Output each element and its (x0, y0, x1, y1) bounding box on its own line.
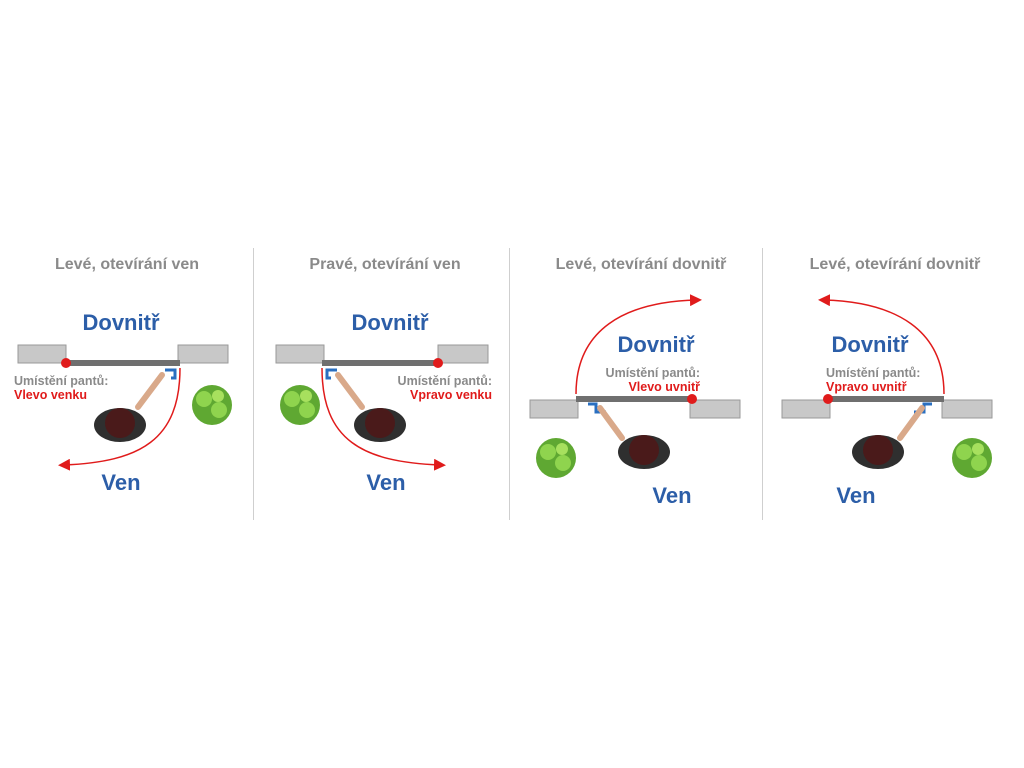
opening-arc (818, 294, 945, 395)
person-icon (597, 405, 670, 469)
door-leaf (828, 396, 944, 402)
wall-left (275, 344, 325, 364)
door-handle (165, 368, 177, 380)
door-diagram (529, 294, 741, 478)
plant-icon (280, 385, 320, 425)
panel-title: Levé, otevírání ven (54, 256, 200, 273)
hinge-label: Umístění pantů: (605, 366, 700, 380)
inside-label: Dovnitř (831, 332, 909, 357)
wall-right (941, 399, 993, 419)
outside-label: Ven (836, 483, 876, 508)
door-diagram (17, 344, 232, 471)
hinge-label: Umístění pantů: (826, 366, 921, 380)
hinge-value: Vlevo venku (14, 388, 87, 402)
panel-left-out: Levé, otevírání ven (0, 240, 254, 530)
hinge-label: Umístění pantů: (14, 374, 109, 388)
door-leaf (322, 360, 438, 366)
person-icon (335, 372, 406, 442)
panel-right-in: Levé, otevírání dovnitř (768, 240, 1022, 530)
hinge-value: Vlevo uvnitř (628, 380, 700, 394)
panel-divider (509, 248, 510, 520)
wall-right (689, 399, 741, 419)
wall-left (529, 399, 579, 419)
hinge-value: Vpravo uvnitř (826, 380, 907, 394)
door-diagram (781, 294, 993, 478)
wall-left (781, 399, 831, 419)
hinge-dot (433, 358, 443, 368)
opening-arc (58, 367, 181, 471)
panel-title: Levé, otevírání dovnitř (809, 256, 981, 273)
plant-icon (952, 438, 992, 478)
person-icon (94, 372, 165, 442)
opening-arc (321, 367, 446, 471)
hinge-label: Umístění pantů: (397, 374, 492, 388)
inside-label: Dovnitř (617, 332, 695, 357)
door-orientation-strip: Levé, otevírání ven (0, 240, 1024, 530)
hinge-dot (61, 358, 71, 368)
panel-left-in: Levé, otevírání dovnitř (514, 240, 768, 530)
hinge-value: Vpravo venku (410, 388, 492, 402)
plant-icon (192, 385, 232, 425)
outside-label: Ven (652, 483, 692, 508)
panel-right-out: Pravé, otevírání ven (258, 240, 512, 530)
door-leaf (576, 396, 692, 402)
hinge-dot (687, 394, 697, 404)
door-diagram (275, 344, 489, 471)
opening-arc (575, 294, 702, 395)
outside-label: Ven (101, 470, 141, 495)
hinge-dot (823, 394, 833, 404)
outside-label: Ven (366, 470, 406, 495)
wall-right (177, 344, 229, 364)
panel-divider (253, 248, 254, 520)
inside-label: Dovnitř (82, 310, 160, 335)
person-icon (852, 405, 925, 469)
panel-title: Levé, otevírání dovnitř (555, 256, 727, 273)
wall-right (437, 344, 489, 364)
door-leaf (66, 360, 180, 366)
door-handle (325, 368, 337, 380)
plant-icon (536, 438, 576, 478)
wall-left (17, 344, 67, 364)
panel-title: Pravé, otevírání ven (309, 256, 461, 273)
inside-label: Dovnitř (351, 310, 429, 335)
panel-divider (762, 248, 763, 520)
